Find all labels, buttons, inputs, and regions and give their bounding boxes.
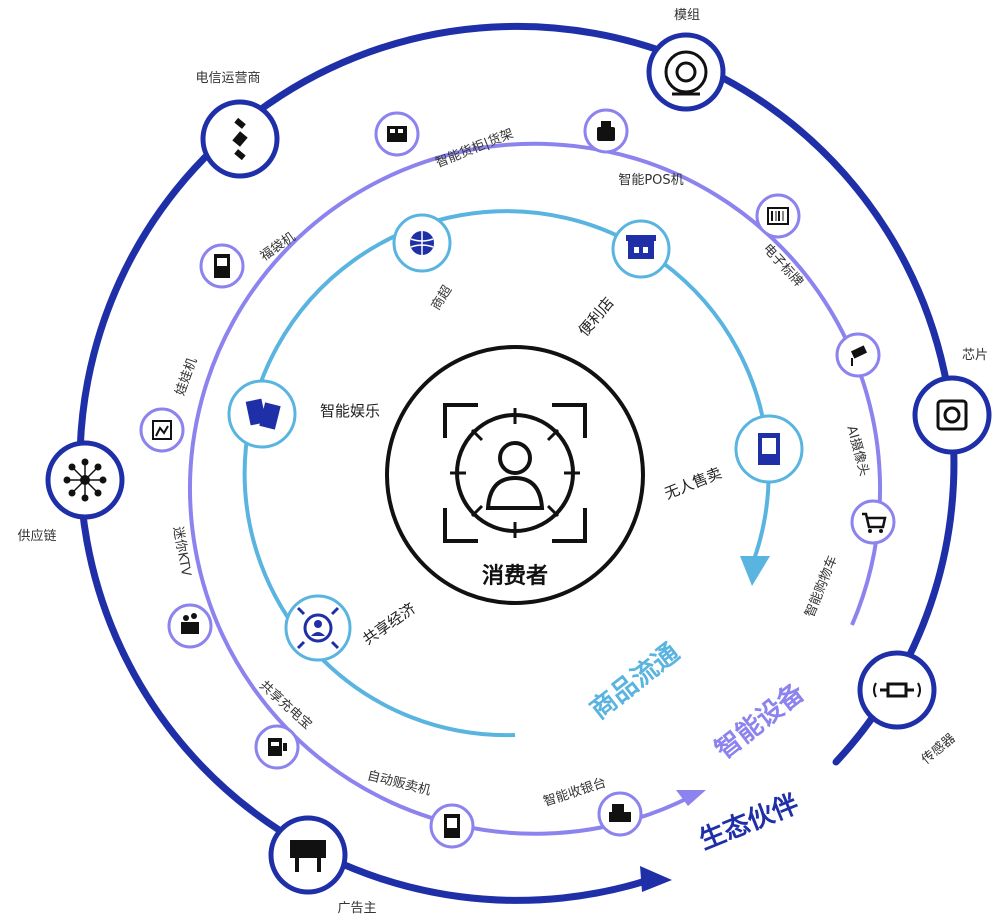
inner-node-sharing-economy: 共享经济 [284,594,419,662]
outer-node-label: 模组 [674,8,700,23]
middle-node-ai-camera: AI摄像头 [835,332,881,478]
inner-node-convenience-store: 便利店 [575,219,671,340]
module-icon [664,50,708,96]
inner-node-unmanned-sales: 无人售卖 [662,414,804,503]
satellite-icon [232,117,248,161]
middle-node-label: 迷你KTV [170,525,194,577]
middle-node-claw-machine: 娃娃机 [139,356,200,453]
shelf-icon [387,126,407,142]
middle-node-smart-shelf: 智能货柜|货架 [374,111,516,171]
inner-ring-label: 商品流通 [584,637,685,725]
middle-node-label: 智能货柜|货架 [433,125,515,171]
game-card-icon [245,398,281,430]
middle-ring [188,141,883,836]
middle-node-label: 智能购物车 [802,553,841,619]
inner-node-label: 便利店 [575,294,618,340]
inner-node-label: 商超 [429,283,456,313]
middle-node-smart-cart: 智能购物车 [802,499,896,620]
middle-node-e-signage: 电子标牌 [755,193,806,290]
outer-ring-arrow [640,866,672,892]
outer-ring-label: 生态伙伴 [695,788,803,856]
middle-node-vending-machine: 自动贩卖机 [365,768,475,849]
inner-node-label: 共享经济 [359,599,418,648]
kiosk-icon [758,433,780,465]
inner-ring-arrow [740,556,770,586]
barcode-icon [767,207,789,225]
outer-node-label: 电信运营商 [195,71,260,86]
share-icon [296,606,340,650]
outer-node-module: 模组 [646,8,726,112]
inner-node-label: 智能娱乐 [320,402,380,420]
network-icon [63,458,107,502]
inner-node-supermarket: 商超 [392,213,456,313]
outer-node-label: 传感器 [918,730,958,767]
machine-icon [214,254,230,278]
inner-node-smart-entertainment: 智能娱乐 [227,379,380,449]
inner-node-label: 无人售卖 [662,464,724,503]
chip-icon [936,399,968,431]
center-consumer: 消费者 [385,345,645,605]
vending-icon [444,814,460,838]
mic-icon [181,613,199,634]
outer-node-label: 芯片 [962,348,988,363]
center-label: 消费者 [482,564,548,589]
middle-node-label: 娃娃机 [173,356,200,398]
outer-node-advertiser: 广告主 [268,815,377,916]
outer-node-chip: 芯片 [912,348,992,455]
camera-icon [850,345,868,366]
middle-node-label: 智能收银台 [542,775,608,809]
middle-node-label: 智能POS机 [618,173,683,188]
pos-icon [597,121,615,141]
middle-ring-arrow [676,790,706,806]
outer-node-supply-chain: 供应链 [17,440,125,544]
billboard-icon [290,840,326,872]
globe-icon [410,231,434,255]
sensor-icon [873,682,921,698]
person-icon [485,441,545,510]
outer-node-label: 供应链 [17,528,56,544]
powerbank-icon [268,738,287,756]
claw-icon [152,420,172,440]
outer-node-telecom: 电信运营商 [195,71,280,179]
middle-node-lucky-bag-machine: 福袋机 [199,230,298,289]
middle-node-label: AI摄像头 [843,424,871,478]
middle-ring-label: 智能设备 [709,676,811,765]
outer-node-sensor: 传感器 [857,650,959,768]
register-icon [609,804,631,822]
middle-node-smart-pos: 智能POS机 [583,108,684,188]
middle-node-mini-ktv: 迷你KTV [167,525,213,649]
store-icon [626,235,656,259]
outer-node-label: 广告主 [337,901,376,916]
middle-node-power-bank: 共享充电宝 [254,677,315,770]
middle-node-smart-checkout: 智能收银台 [542,775,643,837]
cart-icon [862,512,887,533]
